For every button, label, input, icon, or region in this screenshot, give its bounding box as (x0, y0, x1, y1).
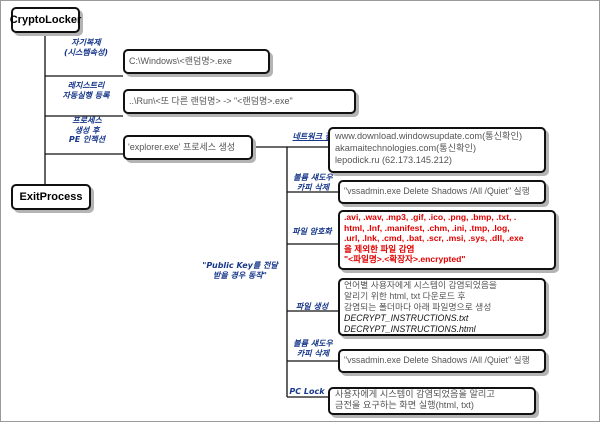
root-node-box: CryptoLocker (9, 7, 82, 33)
row1-text: C:\Windows\<랜덤명>.exe (129, 56, 232, 66)
branch2-box (338, 180, 546, 204)
root-node-label: CryptoLocker (9, 14, 82, 26)
row2-text: ..\Run\<또 다른 랜덤명> -> "<랜덤명>.exe" (129, 96, 293, 106)
branch5-box (338, 349, 546, 373)
row1-label: 자기복제 (시스템속성) (63, 38, 109, 57)
row3-label: 프로세스 생성 후 PE 인젝션 (68, 116, 106, 144)
branch6-text: 사용자에게 시스템이 감염되었음을 알리고 금전을 요구하는 화면 실행(htm… (335, 389, 495, 410)
branch2-text: "vssadmin.exe Delete Shadows /All /Quiet… (344, 186, 530, 196)
branch1-box (328, 127, 546, 173)
branch2-label: 볼륨 섀도우 카피 삭제 (293, 173, 333, 192)
row2-label: 레지스트리 자동실행 등록 (62, 81, 110, 100)
file-name-html: DECRYPT_INSTRUCTIONS.html (344, 324, 476, 334)
exit-node-label: ExitProcess (19, 191, 83, 203)
branch1-text: www.download.windowsupdate.com(통신확인) aka… (335, 131, 523, 165)
branch3-label: 파일 암호화 (292, 227, 332, 236)
row1-box (123, 49, 270, 74)
row3-text: 'explorer.exe' 프로세스 생성 (128, 142, 236, 152)
file-name-txt: DECRYPT_INSTRUCTIONS.txt (344, 313, 469, 323)
row3-box (123, 135, 253, 160)
exit-node-box: ExitProcess (11, 184, 91, 210)
branch3-text: .avi, .wav, .mp3, .gif, .ico, .png, .bmp… (344, 212, 524, 264)
condition-note: "Public Key를 전달 받을 경우 동작" (202, 261, 278, 280)
branch4-text: 언어별 사용자에게 시스템이 감염되었음을 알리기 위한 html, txt 다… (344, 280, 498, 334)
branch6-box (328, 387, 536, 415)
branch1-label: 네트워크 접속 (292, 132, 340, 141)
branch4-label: 파일 생성 (295, 302, 329, 311)
branch5-text: "vssadmin.exe Delete Shadows /All /Quiet… (344, 355, 530, 365)
branch6-label: PC Lock (289, 387, 325, 396)
row2-box (123, 89, 356, 114)
branch5-label: 볼륨 섀도우 카피 삭제 (293, 339, 333, 358)
branch3-box (338, 210, 556, 270)
branch4-box (338, 278, 546, 336)
